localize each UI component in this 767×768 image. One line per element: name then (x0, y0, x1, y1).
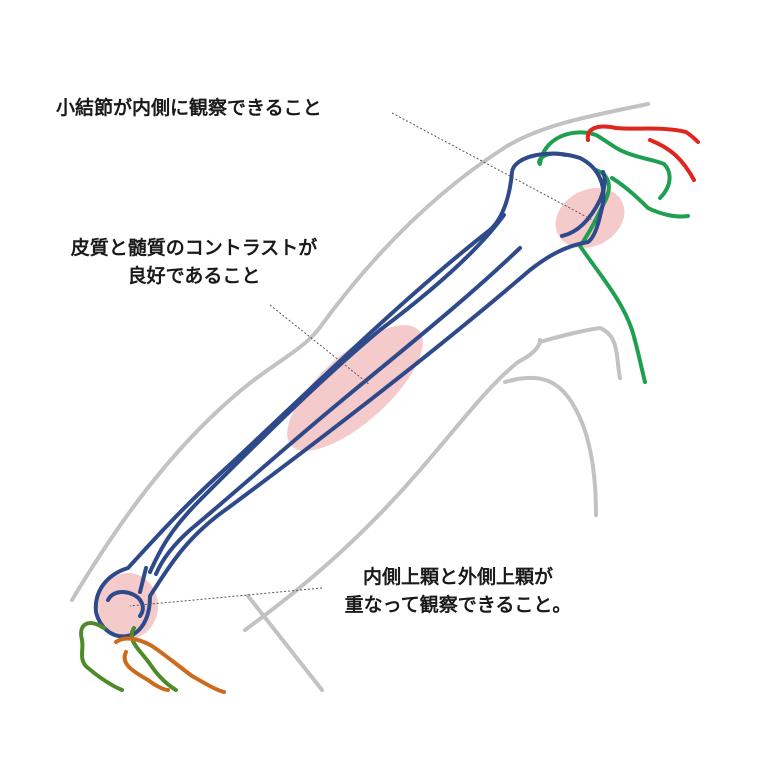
humerus-condyle-notch (138, 566, 148, 594)
humerus-head-line (560, 170, 607, 238)
arm-outline-upper (70, 102, 650, 602)
label-epicondyles-line-2: 重なって観察できること。 (344, 594, 572, 616)
arm-outline-group (70, 102, 650, 692)
label-lesser-tubercle-text: 小結節が内側に観察できること (56, 97, 322, 119)
leader-line-contrast (269, 304, 371, 386)
scapula-glenoid (578, 168, 647, 384)
humerus-condyle-inner (106, 590, 145, 618)
chest-outline (503, 375, 598, 517)
scapula-group (537, 130, 690, 384)
arm-outline-lower (243, 338, 542, 632)
label-contrast-line-2: 良好であること (127, 265, 261, 287)
leader-line-epicondyles (129, 587, 323, 607)
label-lesser-tubercle: 小結節が内側に観察できること (56, 94, 322, 122)
clavicle (585, 124, 700, 182)
label-contrast-line-1: 皮質と髄質のコントラストが (70, 237, 318, 259)
humerus-outer-contour (93, 151, 606, 639)
label-epicondyles-line-1: 内側上顆と外側上顆が (362, 566, 553, 588)
humerus-medullary-line-2 (154, 246, 522, 576)
label-cortex-medulla-contrast: 皮質と髄質のコントラストが 良好であること (44, 234, 344, 290)
scapula-coracoid (610, 176, 690, 219)
leader-line-tubercle (391, 112, 597, 223)
humerus-medullary-line-1 (148, 213, 506, 574)
humerus-group (93, 151, 607, 639)
scapula-acromion (537, 130, 672, 200)
radius (114, 636, 226, 694)
forearm-outline (246, 594, 324, 692)
torso-outline (538, 326, 622, 380)
label-epicondyles: 内側上顆と外側上顆が 重なって観察できること。 (318, 563, 598, 619)
leader-lines (129, 112, 597, 607)
